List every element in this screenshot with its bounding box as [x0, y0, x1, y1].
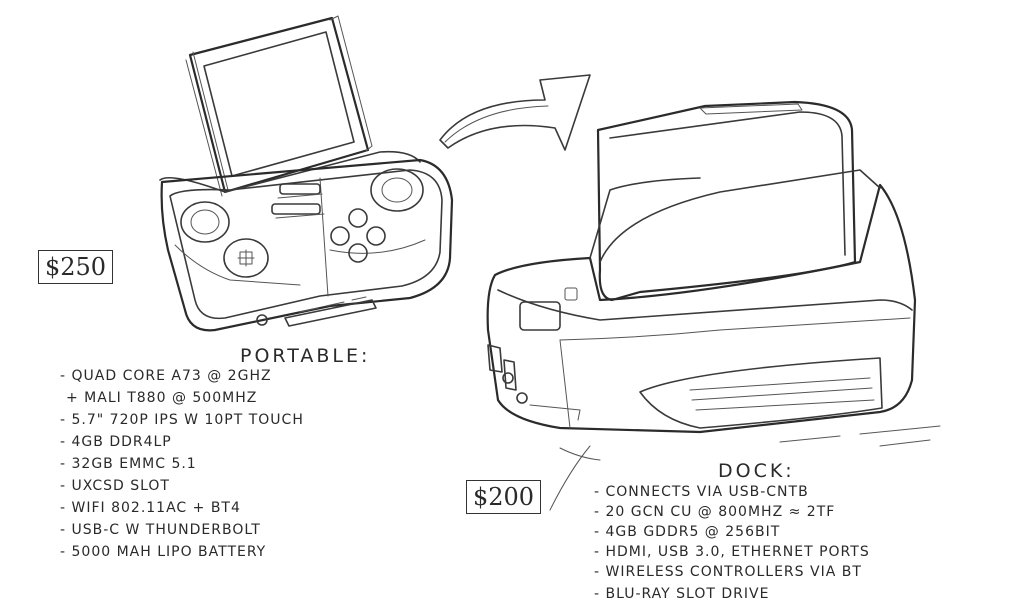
- portable-base: [160, 158, 454, 332]
- dock-front-vent: [639, 357, 883, 429]
- portable-center-button-bottom: [271, 203, 321, 215]
- transition-arrow: [439, 74, 591, 151]
- portable-controller-face: [169, 169, 443, 320]
- dock-spec-item: - HDMI, USB 3.0, ETHERNET PORTS: [594, 544, 870, 560]
- portable-hinge: [159, 150, 421, 193]
- portable-heading: PORTABLE:: [240, 345, 371, 367]
- portable-spec-item: - WIFI 802.11AC + BT4: [60, 500, 241, 516]
- dock-base: [486, 183, 917, 434]
- dock-spec-item: - 20 GCN CU @ 800MHz ≈ 2TF: [594, 504, 836, 520]
- portable-dpad: [223, 238, 269, 278]
- portable-screen-panel: [203, 31, 355, 177]
- portable-left-stick: [180, 201, 230, 243]
- portable-right-stick: [370, 168, 424, 212]
- dock-spec-item: - 4GB GDDR5 @ 256bit: [594, 524, 781, 540]
- portable-device-drawing: [159, 15, 454, 332]
- dock-drawing: [486, 100, 941, 511]
- dock-price-tag: $200: [466, 480, 542, 514]
- portable-center-button-top: [279, 183, 321, 195]
- dock-spec-item: - BLU-RAY SLOT DRIVE: [594, 586, 770, 602]
- portable-spec-item: - 5.7" 720P IPS w 10PT TOUCH: [60, 412, 304, 428]
- portable-spec-item: + MALI T880 @ 500MHz: [66, 390, 258, 406]
- portable-spec-item: - 5000 mAH LIPO BATTERY: [60, 544, 267, 560]
- portable-screen-lid: [188, 16, 370, 194]
- dock-heading: DOCK:: [718, 460, 795, 482]
- portable-spec-item: - QUAD CORE A73 @ 2GHz: [60, 368, 272, 384]
- dock-side-ports: [487, 344, 517, 391]
- portable-spec-item: - USB-C w THUNDERBOLT: [60, 522, 261, 538]
- portable-bottom-ports: [284, 299, 377, 327]
- dock-spec-item: - CONNECTS VIA USB-CNTB: [594, 484, 809, 500]
- portable-headphone-jack: [256, 314, 268, 326]
- portable-spec-item: - 4GB DDR4LP: [60, 434, 172, 450]
- portable-face-buttons: [330, 208, 386, 263]
- portable-price-tag: $250: [38, 250, 114, 284]
- portable-spec-item: - 32GB eMMC 5.1: [60, 456, 197, 472]
- portable-spec-item: - uXCSD slot: [60, 478, 170, 494]
- dock-spec-item: - WIRELESS CONTROLLERS VIA BT: [594, 564, 862, 580]
- dock-slot-opening: [519, 301, 561, 331]
